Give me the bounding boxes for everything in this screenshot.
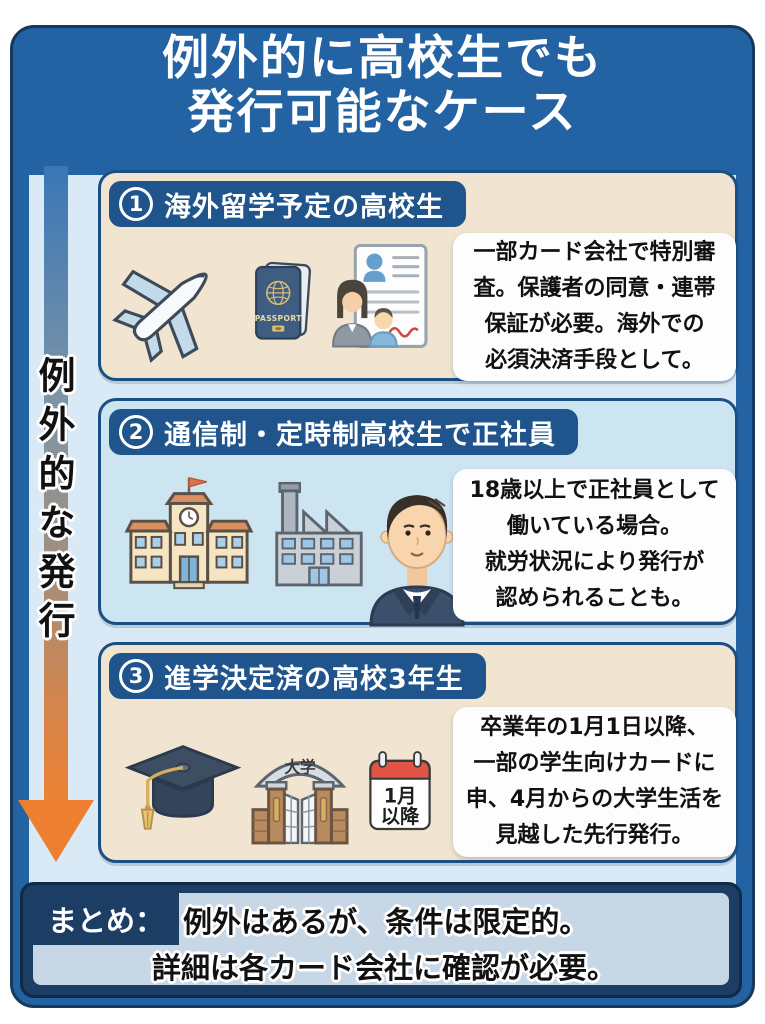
card2-body-line: 認められることも。 (495, 586, 694, 611)
card2-header: 2 通信制・定時制高校生で正社員 (109, 409, 578, 455)
card3-heading: 進学決定済の高校3年生 (164, 663, 464, 695)
card2-body-line: 働いている場合。 (506, 514, 683, 539)
card3-body-line: 一部の学生向けカードに (473, 751, 716, 776)
circled-number-3: 3 (119, 659, 153, 693)
card2-body-line: 18歳以上で正社員として (469, 478, 720, 503)
card1-body-line: 保証が必要。海外での (484, 312, 705, 337)
page-title: 例外的に高校生でも 発行可能なケース (0, 32, 765, 139)
summary-line1: 例外はあるが、条件は限定的。 (183, 905, 589, 939)
calendar-month-label: 1月 (384, 784, 417, 807)
circled-number-1: 1 (119, 187, 153, 221)
card3-header: 3 進学決定済の高校3年生 (109, 653, 486, 699)
university-gate-icon: 大学 (251, 733, 349, 851)
card1-body-line: 査。保護者の同意・連帯 (473, 276, 716, 301)
calendar-icon: 1月 以降 (363, 733, 437, 851)
card3-body-line: 卒業年の1月1日以降、 (480, 715, 709, 740)
factory-icon (271, 477, 367, 593)
card-study-abroad: 1 海外留学予定の高校生 (98, 170, 738, 381)
card3-body-line: 見越した先行発行。 (495, 823, 694, 848)
calendar-after-label: 以降 (381, 805, 420, 828)
office-worker-icon (367, 475, 467, 627)
down-arrow-icon (18, 166, 94, 862)
card2-description-box: 18歳以上で正社員として 働いている場合。 就労状況により発行が 認められること… (453, 469, 736, 621)
card3-body-line: 申、4月からの大学生活を (465, 787, 724, 812)
summary-line2: 詳細は各カード会社に確認が必要。 (151, 951, 616, 985)
card1-heading: 海外留学予定の高校生 (164, 191, 444, 223)
graduation-cap-icon (121, 723, 245, 839)
passport-icon: PASSPORT (241, 241, 317, 363)
summary-box: まとめ： 例外はあるが、条件は限定的。 詳細は各カード会社に確認が必要。 (20, 882, 742, 998)
card-working-student: 2 通信制・定時制高校生で正社員 (98, 398, 738, 627)
page-title-line1: 例外的に高校生でも (162, 31, 603, 86)
card-university-bound: 3 進学決定済の高校3年生 大学 (98, 642, 738, 863)
card1-body-line: 必須決済手段として。 (485, 348, 704, 373)
card2-heading: 通信制・定時制高校生で正社員 (164, 419, 556, 451)
gate-sign-label: 大学 (284, 757, 316, 776)
school-building-icon (124, 473, 254, 593)
card1-header: 1 海外留学予定の高校生 (109, 181, 466, 227)
airplane-icon (112, 243, 223, 369)
passport-label: PASSPORT (255, 314, 303, 323)
page-title-line2: 発行可能なケース (187, 84, 578, 140)
card2-body-line: 就労状況により発行が (484, 550, 705, 575)
card1-body-line: 一部カード会社で特別審 (473, 240, 716, 265)
circled-number-2: 2 (119, 415, 153, 449)
summary-label: まとめ： (33, 893, 179, 945)
card3-description-box: 卒業年の1月1日以降、 一部の学生向けカードに 申、4月からの大学生活を 見越し… (453, 707, 736, 857)
parental-consent-icon (325, 239, 431, 361)
card1-description-box: 一部カード会社で特別審 査。保護者の同意・連帯 保証が必要。海外での 必須決済手… (453, 233, 736, 381)
side-arrow-label: 例外的な発行 (32, 356, 75, 650)
